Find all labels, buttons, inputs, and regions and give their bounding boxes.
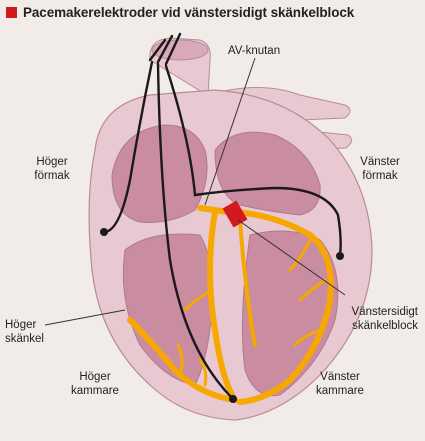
label-left-ventricle-line2: kammare: [316, 385, 364, 397]
lead-tip-left: [336, 252, 344, 260]
label-right-bundle-line1: Höger: [5, 319, 37, 331]
left-bundle-main: [232, 209, 334, 405]
label-right-atrium: Höger förmak: [22, 155, 82, 183]
lead-tip-right-atrium: [100, 228, 108, 236]
label-left-bundle-block: Vänstersidigt skänkelblock: [320, 305, 418, 333]
leader-left-bundle-block: [237, 219, 346, 296]
label-right-ventricle-line2: kammare: [71, 385, 119, 397]
right-bundle-branch-1: [183, 288, 214, 312]
left-bundle-branch-2: [288, 238, 312, 272]
label-left-atrium-line2: förmak: [362, 170, 398, 182]
pacemaker-leads: [103, 32, 342, 400]
title-bar: Pacemakerelektroder vid vänstersidigt sk…: [6, 5, 354, 20]
label-left-bundle-block-line1: Vänstersidigt: [351, 306, 418, 318]
label-left-ventricle-line1: Vänster: [320, 371, 360, 383]
left-bundle-branch-4: [293, 328, 322, 347]
lead-2: [156, 34, 174, 64]
label-left-atrium: Vänster förmak: [350, 155, 410, 183]
lead-coronary-sinus: [164, 64, 342, 257]
right-bundle-branch-3: [198, 358, 208, 387]
page-title: Pacemakerelektroder vid vänstersidigt sk…: [23, 5, 355, 20]
label-right-bundle-line2: skänkel: [5, 333, 44, 345]
label-right-ventricle-line1: Höger: [79, 371, 111, 383]
right-bundle-branch-2: [176, 343, 184, 377]
lead-right-atrium: [103, 60, 154, 234]
lead-tip-right-ventricle: [229, 395, 237, 403]
left-bundle-branch-1: [238, 218, 257, 347]
lead-1: [148, 38, 167, 62]
label-left-ventricle: Vänster kammare: [305, 370, 375, 398]
left-atrium: [214, 131, 321, 216]
label-right-ventricle: Höger kammare: [60, 370, 130, 398]
label-right-atrium-line1: Höger: [36, 156, 68, 168]
leader-lines: [44, 57, 346, 326]
leader-right-bundle: [44, 309, 126, 326]
right-ventricle: [122, 233, 213, 386]
left-bundle-block-marker: [222, 200, 248, 228]
leader-av-node: [204, 57, 256, 206]
label-left-atrium-line1: Vänster: [360, 156, 400, 168]
lead-right-ventricle: [156, 62, 234, 400]
label-av-node: AV-knutan: [227, 45, 281, 57]
title-marker: [6, 7, 17, 18]
lead-3: [164, 32, 182, 66]
label-right-bundle: Höger skänkel: [5, 318, 65, 346]
left-bundle-branch-3: [298, 278, 327, 302]
label-right-atrium-line2: förmak: [34, 170, 70, 182]
label-left-bundle-block-line2: skänkelblock: [352, 320, 418, 332]
